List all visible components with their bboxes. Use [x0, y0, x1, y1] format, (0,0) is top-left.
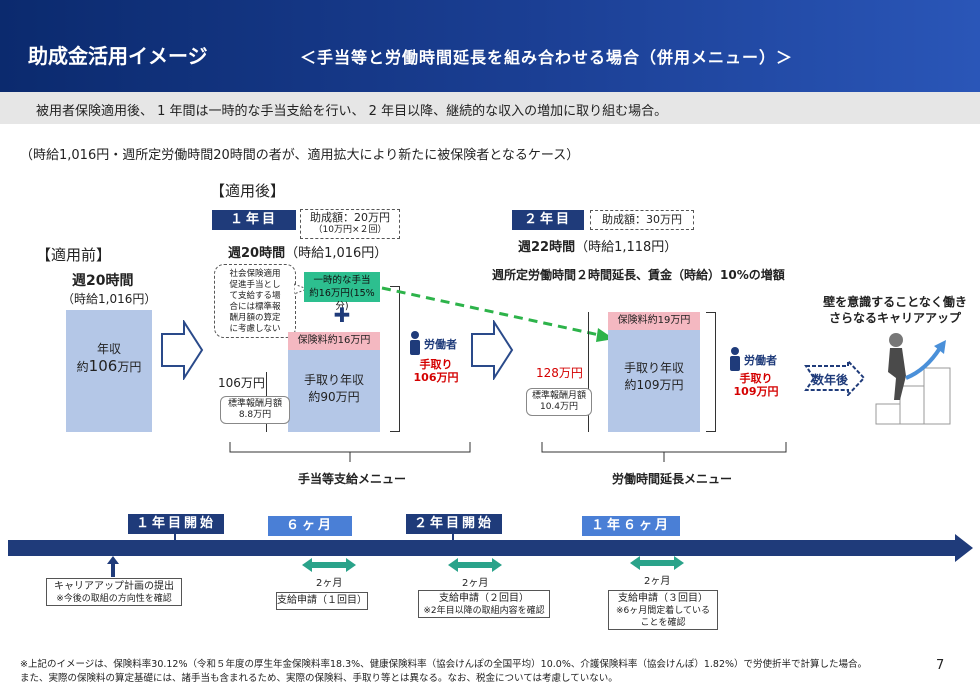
years-later-arrow — [804, 360, 866, 396]
before-wage: （時給1,016円） — [62, 292, 157, 306]
timeline-arrowhead — [955, 534, 973, 562]
year1-temp-allowance: 一時的な手当 約16万円(15%分) — [304, 272, 380, 312]
after-heading: 【適用後】 — [210, 182, 286, 200]
year2-takehome-box: 手取り年収 約109万円 — [608, 330, 700, 432]
career-text: 壁を意識することなく働き さらなるキャリアアップ — [823, 295, 967, 325]
timeline-tick — [174, 534, 176, 540]
career-plan-box: キャリアアップ計画の提出 ※今後の取組の方向性を確認 — [46, 578, 182, 606]
footnote-1: ※上記のイメージは、保険料率30.12%（令和５年度の厚生年金保険料率18.3%… — [20, 659, 868, 670]
transition-arrow — [381, 286, 614, 342]
arrow-right-icon — [471, 320, 514, 380]
page-number: 7 — [936, 658, 945, 673]
year2-income: 128万円 — [536, 366, 583, 380]
double-arrow-icon — [302, 558, 356, 572]
career-stairs-icon — [875, 333, 951, 425]
arrow-right-icon — [161, 320, 204, 380]
year2-std-pay: 標準報酬月額 10.4万円 — [526, 388, 592, 416]
year1-callout: 社会保険適用 促進手当とし て支給する場 合には標準報 酬月額の算定 に考慮しな… — [214, 264, 296, 338]
year2-bracket-right — [706, 312, 716, 432]
menu2-brace — [541, 442, 787, 462]
period-1: 2ヶ月 — [316, 578, 343, 589]
summary-bar — [0, 92, 980, 124]
year1-tag: １年目 — [212, 210, 296, 230]
double-arrow-icon — [630, 556, 684, 570]
year2-grant-box: 助成額：30万円 — [590, 210, 694, 230]
callout-pointer — [294, 283, 308, 295]
header-bar — [0, 0, 980, 92]
year2-worker-takehome: 手取り 109万円 — [733, 372, 779, 398]
year2-bracket-left — [588, 312, 608, 432]
person-icon — [730, 347, 740, 371]
page-title: 助成金活用イメージ — [28, 44, 208, 68]
person-icon — [410, 331, 420, 355]
period-3: 2ヶ月 — [644, 576, 671, 587]
before-income-value: 約106万円 — [76, 357, 142, 375]
before-hours: 週20時間 — [72, 273, 134, 289]
apply-2-box: 支給申請（２回目） ※2年目以降の取組内容を確認 — [418, 590, 550, 618]
before-heading: 【適用前】 — [36, 246, 112, 264]
year1-bracket-right — [390, 286, 400, 432]
case-note: （時給1,016円・週所定労働時間20時間の者が、適用拡大により新たに被保険者と… — [20, 148, 580, 163]
before-income-box: 年収 約106万円 — [66, 310, 152, 432]
year1-income: 106万円 — [218, 376, 265, 390]
year1-takehome-box: 手取り年収 約90万円 — [288, 350, 380, 432]
apply-3-box: 支給申請（３回目） ※6ヶ月間定着している ことを確認 — [608, 590, 718, 630]
year1-grant-detail: （10万円×２回） — [313, 225, 387, 235]
year1-worker-takehome: 手取り 106万円 — [413, 358, 459, 384]
plus-icon: ✚ — [333, 303, 351, 327]
period-2: 2ヶ月 — [462, 578, 489, 589]
before-income-label: 年収 — [96, 342, 121, 356]
summary-text: 被用者保険適用後、 1 年間は一時的な手当支給を行い、 2 年目以降、継続的な収… — [36, 104, 668, 119]
year1-insurance: 保険料約16万円 — [288, 332, 380, 350]
up-arrow-icon — [107, 556, 119, 577]
year1-std-pay: 標準報酬月額 8.8万円 — [220, 396, 290, 424]
year2-worker-label: 労働者 — [744, 354, 777, 367]
timeline-tick — [452, 534, 454, 540]
year1-grant-box: 助成額：20万円 （10万円×２回） — [300, 209, 400, 239]
menu2-label: 労働時間延長メニュー — [612, 472, 733, 486]
year1-hours-wage: 週20時間（時給1,016円） — [228, 246, 388, 261]
timeline-mark-6months: ６ヶ月 — [268, 516, 352, 536]
year1-grant-amount: 助成額：20万円 — [310, 211, 390, 224]
timeline-mark-year1: １年目開始 — [128, 514, 224, 534]
year2-hours-wage: 週22時間（時給1,118円） — [518, 240, 678, 255]
page-subtitle: ＜手当等と労働時間延長を組み合わせる場合（併用メニュー）＞ — [300, 48, 794, 67]
timeline-mark-18months: １年６ヶ月 — [582, 516, 680, 536]
year1-worker-label: 労働者 — [424, 338, 457, 351]
year2-insurance: 保険料約19万円 — [608, 312, 700, 330]
double-arrow-icon — [448, 558, 502, 572]
menu1-brace — [229, 442, 471, 462]
timeline-mark-year2: ２年目開始 — [406, 514, 502, 534]
timeline-bar — [8, 540, 960, 556]
menu1-label: 手当等支給メニュー — [298, 472, 407, 486]
year2-extension-note: 週所定労働時間２時間延長、賃金（時給）10%の増額 — [492, 268, 785, 282]
apply-1-box: 支給申請（１回目） — [276, 592, 368, 610]
year2-tag: ２年目 — [512, 210, 584, 230]
footnote-2: また、実際の保険料の算定基礎には、諸手当も含まれるため、実際の保険料、手取り等と… — [20, 673, 618, 684]
years-later-label: 数年後 — [812, 373, 849, 387]
